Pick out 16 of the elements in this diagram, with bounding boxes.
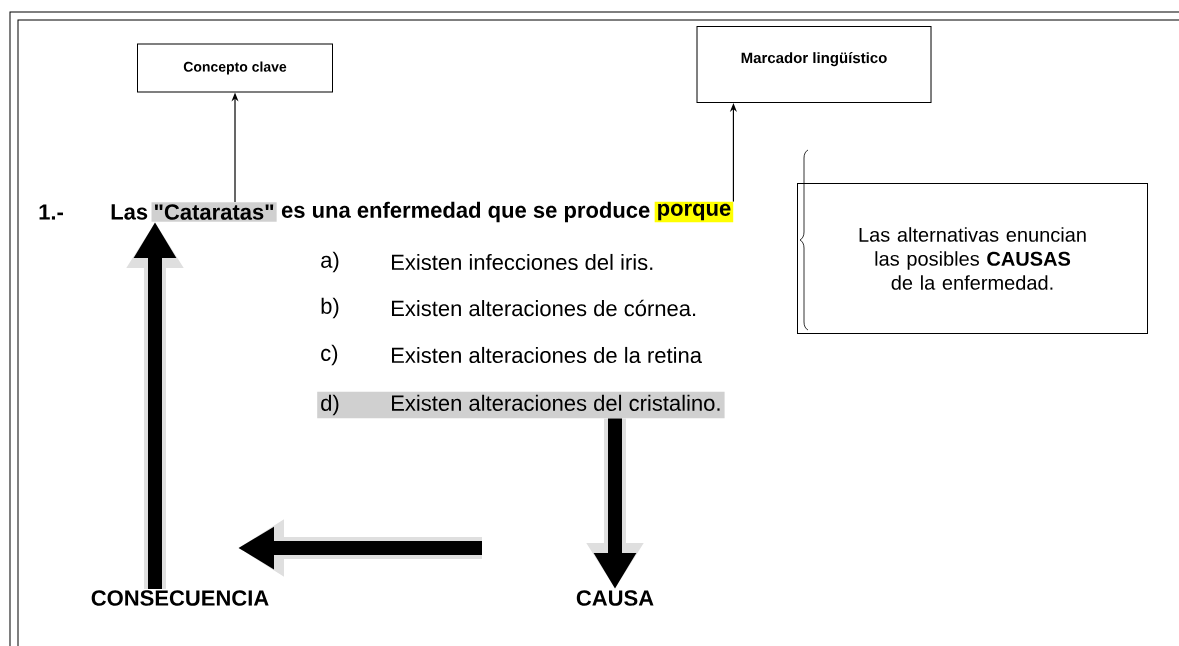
question-number: 1.- (39, 204, 63, 220)
option-text: Existen infecciones del iris. (392, 253, 653, 271)
caption-text: CONSECUENCIA (91, 590, 269, 606)
highlighted-word: porque (654, 201, 734, 223)
highlighted-option: d) Existen alteraciones del cristalino. (317, 391, 725, 419)
option-letter: c) (321, 344, 338, 366)
highlighted-word: "Cataratas" (151, 202, 277, 222)
label-box: Marcador lingüístico (696, 26, 932, 103)
label-box: Concepto clave (137, 43, 333, 93)
option-letter: a) (321, 251, 339, 273)
caption-text: CAUSA (576, 590, 654, 606)
option-text: Existen alteraciones de la retina (392, 346, 702, 364)
sentence-text: es una enfermedad que se produce (281, 201, 650, 223)
note-box: Las alternativas enuncian las posibles CAUSAS de la enfermedad. (797, 183, 1148, 334)
option-text: Existen alteraciones de córnea. (392, 299, 696, 317)
option-letter: b) (321, 297, 339, 319)
